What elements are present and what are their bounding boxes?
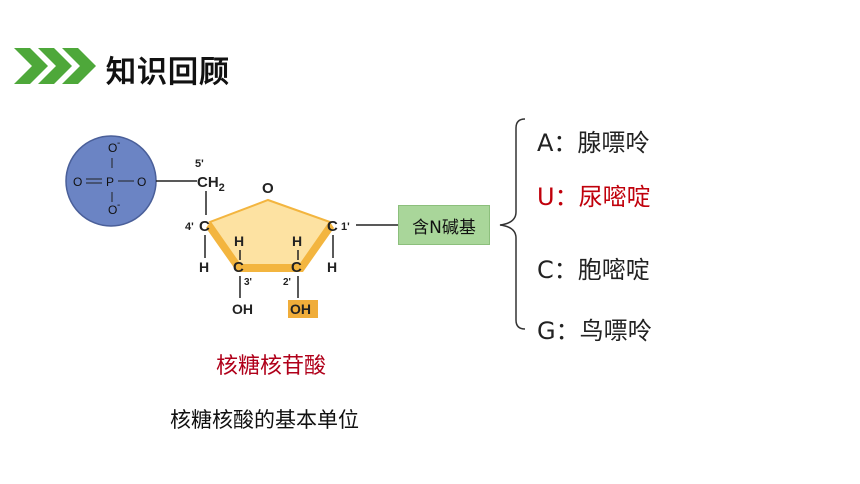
chevron-arrows-icon [14,48,96,84]
pos-4-label: 4' [185,221,194,233]
ring-oxygen: O [262,180,274,197]
h2-label: H [292,233,302,249]
phosphate-o-bottom: O [108,203,117,217]
svg-text:-: - [117,138,120,149]
c1-label: C [327,218,338,235]
base-cytosine: C：胞嘧啶 [537,256,650,284]
nucleotide-name: 核糖核苷酸 [216,354,327,379]
base-guanine: G：鸟嘌呤 [537,317,652,345]
nucleotide-description: 核糖核酸的基本单位 [170,408,359,432]
pos-5-label: 5' [195,158,204,170]
c4-label: C [199,218,210,235]
base-adenine: A：腺嘌呤 [537,129,650,157]
oh3-label: OH [232,301,253,317]
page-title: 知识回顾 [106,55,230,90]
phosphate-o-right: O [137,175,146,189]
phosphate-p: P [106,175,114,189]
h4-label: H [199,259,209,275]
pos-1-label: 1' [341,221,350,233]
oh2-label: OH [290,301,311,317]
c3-label: C [233,259,244,276]
svg-text:-: - [117,200,120,211]
h3-label: H [234,233,244,249]
oh2-highlight [288,300,318,318]
ch2-label: CH2 [197,174,225,194]
nitrogenous-base-box: 含N碱基 [398,205,490,245]
phosphate-o-left: O [73,175,82,189]
phosphate-o-top: O [108,141,117,155]
c2-label: C [291,259,302,276]
pos-2-label: 2' [283,277,291,288]
curly-brace [499,118,526,330]
base-uracil: U：尿嘧啶 [537,183,651,211]
pos-3-label: 3' [244,277,252,288]
h1-label: H [327,259,337,275]
